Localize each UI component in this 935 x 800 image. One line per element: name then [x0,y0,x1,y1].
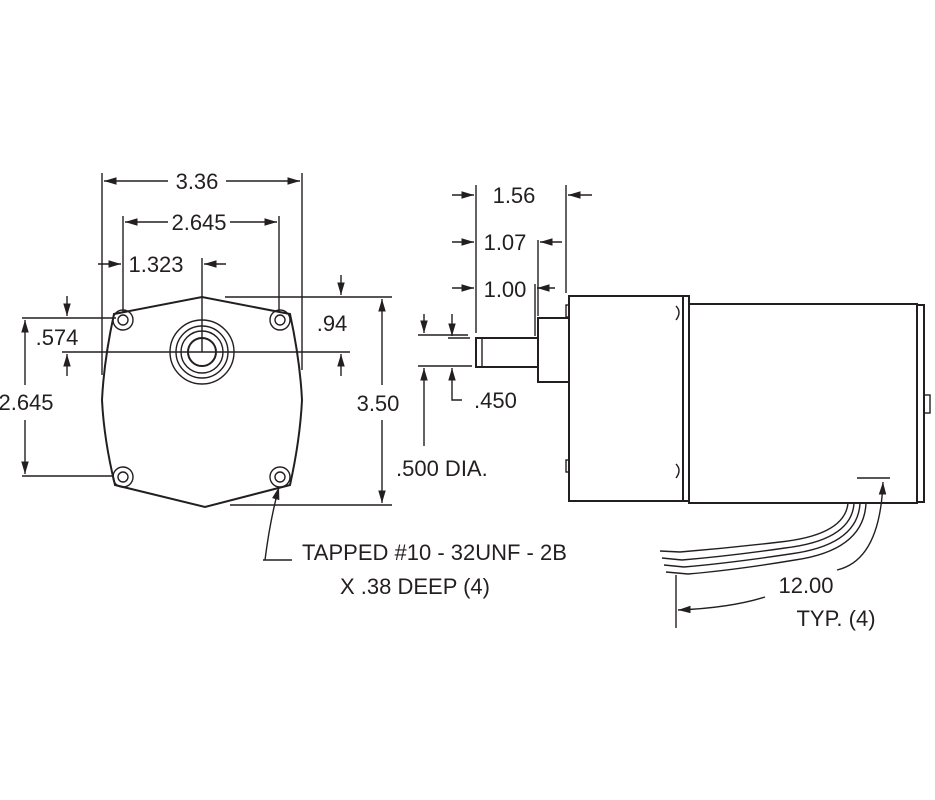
tapped-note-line2: X .38 DEEP (4) [340,574,490,599]
lead-wires [659,502,867,575]
output-shaft [475,337,539,368]
dim-hole-spacing-vertical: 2.645 [0,390,54,415]
gearbox-body [568,295,684,502]
dim-shaft-diameter: .500 DIA. [396,456,488,481]
dim-1-07: 1.07 [484,230,527,255]
dim-hole-to-shaft-vertical: .574 [36,325,79,350]
lead-note: TYP. (4) [796,606,875,631]
motor-body [688,303,918,504]
dim-1-00: 1.00 [484,277,527,302]
motor-end-cap [916,304,925,503]
end-cap-screw [923,394,931,414]
dim-hole-spacing-horizontal: 2.645 [171,210,226,235]
dim-overall-width: 3.36 [176,169,219,194]
output-boss [537,317,570,383]
tapped-note-line1: TAPPED #10 - 32UNF - 2B [302,540,567,565]
side-view: 1.56 1.07 1.00 .450 .500 DIA. [396,183,931,631]
dim-hole-to-center: 1.323 [128,252,183,277]
dim-overall-height: 3.50 [357,391,400,416]
front-view: 3.36 2.645 1.323 .574 2.645 .94 3. [0,169,567,599]
dim-lead-length: 12.00 [778,573,833,598]
dim-1-56: 1.56 [493,183,536,208]
mounting-holes [112,309,291,488]
dim-flat: .450 [474,388,517,413]
gearbox-face-outline [100,295,304,509]
dim-top-to-shaft: .94 [317,311,348,336]
